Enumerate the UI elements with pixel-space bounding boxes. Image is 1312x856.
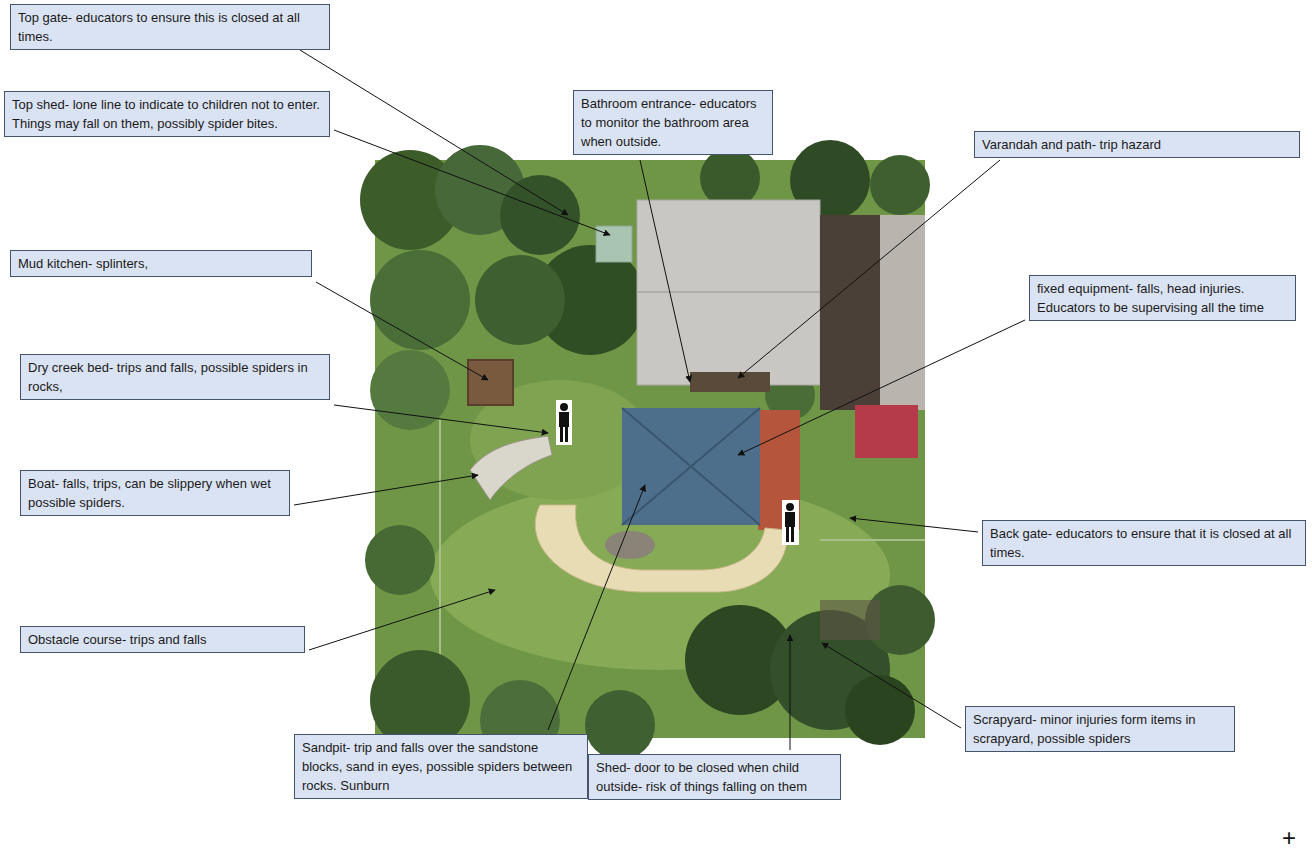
callout-text: Obstacle course- trips and falls [28, 630, 297, 649]
figure-ground [556, 400, 572, 445]
tree [870, 155, 930, 215]
tree [475, 255, 565, 345]
figure-leg [786, 527, 789, 542]
callout-text: Bathroom entrance- educators to monitor … [581, 94, 765, 151]
figure-head [786, 503, 794, 511]
sandstone-rocks [605, 531, 655, 559]
scrapyard [820, 600, 880, 640]
leader-line [738, 320, 1025, 455]
callout-text: Shed- door to be closed when child outsi… [596, 758, 833, 796]
sandpit [535, 505, 787, 592]
callout-box: Back gate- educators to ensure that it i… [982, 520, 1306, 566]
leader-line [822, 643, 961, 728]
callout-text: Top shed- lone line to indicate to child… [12, 95, 322, 133]
educator-figure [782, 500, 799, 545]
house-roof [637, 200, 820, 385]
callout-text: Scrapyard- minor injuries form items in … [973, 710, 1227, 748]
leader-line [850, 518, 978, 532]
neighbour-building [820, 215, 880, 410]
callout-text: Dry creek bed- trips and falls, possible… [28, 358, 322, 396]
callout-text: Boat- falls, trips, can be slippery when… [28, 474, 282, 512]
callout-box: fixed equipment- falls, head injuries. E… [1029, 275, 1296, 321]
figure-head [560, 403, 568, 411]
callout-box: Top gate- educators to ensure this is cl… [10, 4, 330, 50]
buildings [596, 200, 925, 530]
figure-body [559, 412, 569, 427]
callout-box: Sandpit- trip and falls over the sandsto… [294, 734, 588, 799]
callout-text: Top gate- educators to ensure this is cl… [18, 8, 322, 46]
tree [585, 690, 655, 760]
callout-box: Bathroom entrance- educators to monitor … [573, 90, 773, 155]
leader-line [309, 590, 495, 650]
leader-line [738, 160, 1000, 378]
callout-box: Scrapyard- minor injuries form items in … [965, 706, 1235, 752]
tree [370, 350, 450, 430]
corner-mark: + [1282, 826, 1296, 850]
callout-box: Top shed- lone line to indicate to child… [4, 91, 330, 137]
callout-text: Sandpit- trip and falls over the sandsto… [302, 738, 580, 795]
tree [365, 525, 435, 595]
deck [758, 410, 800, 530]
figure-leg [560, 427, 563, 442]
callout-box: Boat- falls, trips, can be slippery when… [20, 470, 290, 516]
callout-box: Dry creek bed- trips and falls, possible… [20, 354, 330, 400]
dry-creek-bed [470, 436, 552, 500]
callout-text: Varandah and path- trip hazard [982, 135, 1292, 154]
figure-ground [782, 500, 799, 545]
callout-box: Shed- door to be closed when child outsi… [588, 754, 841, 800]
tree [700, 148, 760, 208]
verandah [690, 372, 770, 392]
play-roof [622, 408, 760, 525]
neighbour-roof [880, 215, 925, 410]
leader-lines [294, 50, 1025, 750]
callout-text: Back gate- educators to ensure that it i… [990, 524, 1298, 562]
mud-kitchen [468, 360, 513, 405]
figure-leg [791, 527, 794, 542]
figure-body [785, 512, 795, 527]
callout-text: Mud kitchen- splinters, [18, 254, 304, 273]
leader-line [334, 130, 610, 235]
callout-text: fixed equipment- falls, head injuries. E… [1037, 279, 1288, 317]
tree [370, 250, 470, 350]
roof-hip [622, 408, 760, 525]
callout-box: Obstacle course- trips and falls [20, 626, 305, 653]
roof-hip [622, 408, 760, 525]
callout-box: Mud kitchen- splinters, [10, 250, 312, 277]
red-shed [855, 405, 918, 458]
figure-leg [565, 427, 568, 442]
fence-line [820, 539, 925, 541]
tree-canopy [360, 140, 935, 760]
callout-box: Varandah and path- trip hazard [974, 131, 1300, 158]
leader-line [790, 635, 791, 750]
lawn [375, 160, 925, 738]
play-features [468, 360, 880, 640]
educator-figure [556, 400, 572, 445]
leader-line [640, 160, 690, 382]
leader-line [316, 282, 488, 380]
leader-line [334, 405, 548, 433]
tree [845, 675, 915, 745]
roof-ridge [637, 291, 820, 293]
photo-ground [375, 160, 925, 738]
leader-line [294, 475, 478, 505]
leader-line [548, 485, 645, 730]
